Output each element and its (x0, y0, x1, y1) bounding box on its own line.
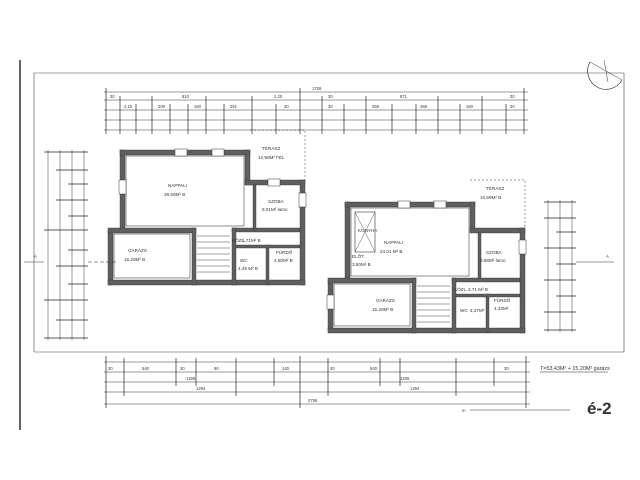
bottom-dim-text: 30 (330, 366, 335, 371)
room-name: KÖZL. (454, 286, 467, 292)
bottom-dim-text: 30 (180, 366, 185, 371)
room-name: FÜRDŐ (276, 249, 293, 255)
bottom-dim-text: 1294 (196, 386, 206, 391)
bottom-dim-text: 540 (142, 366, 150, 371)
top-dim-text: 255 (372, 104, 380, 109)
bottom-dim-text: 140 (282, 366, 290, 371)
room-name: GARÁZS (128, 247, 147, 253)
room-area: 15,20M² B (124, 257, 145, 262)
area-summary: T=53,43M² + 15,20M² garázs (540, 366, 610, 372)
room-name: KÖZL. (232, 237, 245, 243)
room-name: FÜRDŐ (494, 297, 511, 303)
bottom-dim-text: 30 (108, 366, 113, 371)
bottom-overall-dimension: 2756 (308, 398, 318, 403)
room-area: 9,88M² lamo (480, 258, 506, 263)
room-area: 15,20M² B (372, 307, 393, 312)
room-name: NAPPALI (168, 183, 187, 188)
bottom-dimension-chains: 30 540 30 90 140 30 540 30 1205 1205 129… (104, 356, 530, 408)
section-mark-left: A (34, 254, 37, 259)
bottom-dim-text: 30 (504, 366, 509, 371)
room-area: 4,49 M² B (238, 266, 258, 271)
bottom-dim-text: 1205 (186, 376, 196, 381)
room-area: 4,33M² (494, 306, 509, 311)
scale-note: m (462, 408, 466, 413)
left-side-dimensions (24, 150, 118, 340)
room-area: 3,71 M² B (468, 287, 488, 292)
top-dim-text: 30 (284, 104, 289, 109)
room-area: 28,60M² B (164, 192, 185, 197)
room-area: 4,37M² (470, 308, 485, 313)
top-dim-text: 2,10 (124, 104, 133, 109)
right-side-dimensions (544, 200, 614, 332)
top-dim-text: 30 (328, 94, 333, 99)
room-name: ELŐT. (352, 253, 365, 259)
top-dim-text: 30 (510, 104, 515, 109)
room-area: 12,90M² FÉL (258, 154, 285, 160)
top-dim-text: 30 (510, 94, 515, 99)
sheet-label: é-2 (587, 399, 612, 418)
room-area: 9,01M² lamo (262, 207, 288, 212)
top-overall-dimension: 1726 (312, 86, 322, 91)
top-dim-text: 160 (194, 104, 202, 109)
top-dim-text: 1.20 (274, 94, 283, 99)
top-dim-text: 30 (110, 94, 115, 99)
top-dim-text: 200 (158, 104, 166, 109)
bottom-dim-text: 90 (214, 366, 219, 371)
room-name: SZOBA (268, 199, 285, 204)
room-name: NAPPALI (384, 240, 403, 245)
left-unit-plan (107, 129, 307, 286)
room-area: 10,69M² B (480, 195, 501, 200)
right-unit-plan (326, 179, 527, 334)
room-name: TERASZ (262, 146, 280, 151)
corner-arc-symbol (587, 59, 623, 90)
section-mark-right: A (606, 254, 609, 259)
top-dim-text: 30 (328, 104, 333, 109)
top-dim-text: 251 (230, 104, 238, 109)
top-dim-text: 871 (400, 94, 408, 99)
top-dim-text: 160 (466, 104, 474, 109)
top-dim-text: 265 (420, 104, 428, 109)
room-area: 1,71M² B (242, 238, 261, 243)
top-dim-text: 810 (182, 94, 190, 99)
room-name: SZOBA (486, 250, 503, 255)
room-area: 3,60M² B (352, 262, 371, 267)
bottom-dim-text: 540 (370, 366, 378, 371)
room-name: GARÁZS (376, 297, 395, 303)
room-name: WC (460, 308, 468, 313)
room-name: TERASZ (486, 186, 504, 191)
room-name: WC (240, 258, 248, 263)
room-name: KONYHA (358, 228, 378, 233)
bottom-dim-text: 1294 (410, 386, 420, 391)
room-area: 24,01 M² B (380, 249, 402, 254)
room-area: 4,50M² B (274, 258, 293, 263)
bottom-dim-text: 1205 (400, 376, 410, 381)
top-dimension-chains: 1726 30 810 1.20 30 871 30 2,10 200 160 … (104, 86, 528, 134)
